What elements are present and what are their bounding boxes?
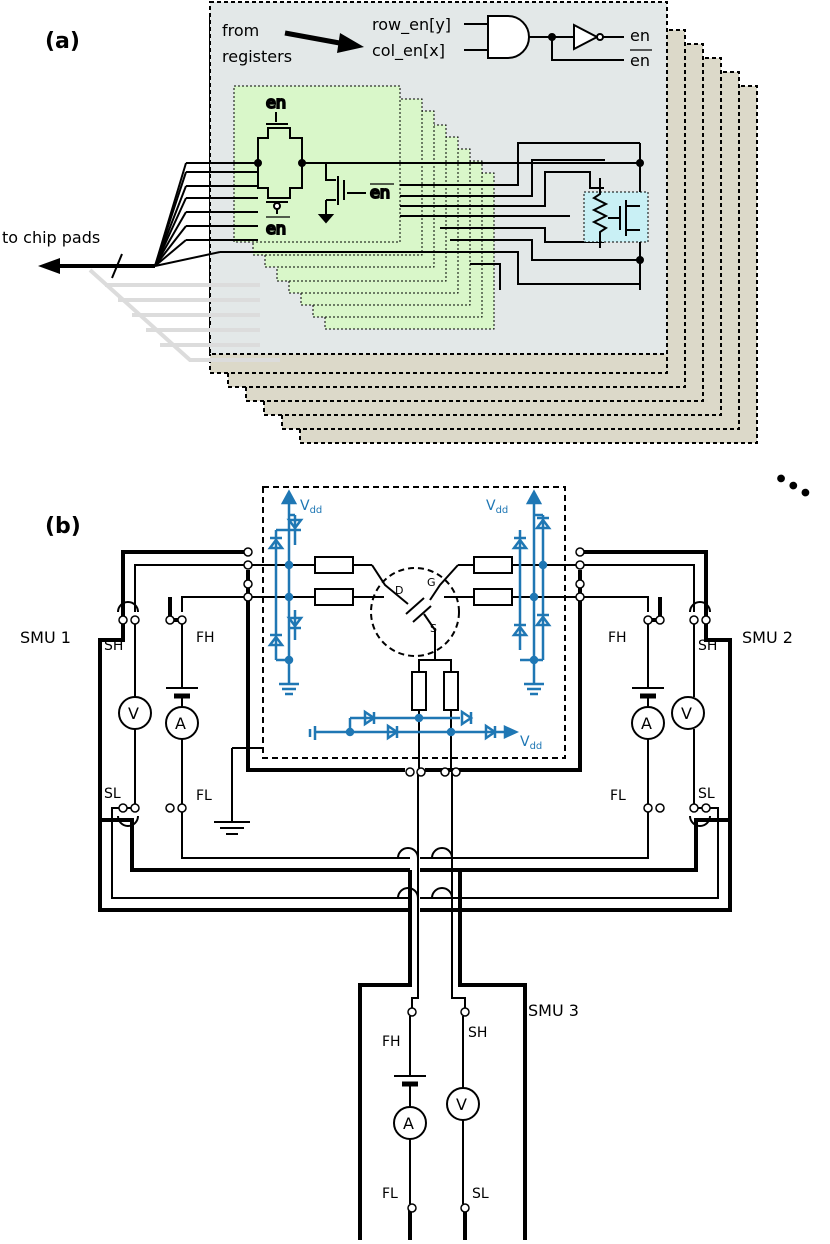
- smu1-voltmeter: [118, 696, 152, 730]
- pulldown-transistor: en: [317, 163, 394, 224]
- wire-crossings: [117, 601, 711, 899]
- smu2-sh-label: SH: [698, 638, 717, 654]
- smu1-sh-label: SH: [104, 638, 123, 654]
- smu2-fl-label: FL: [610, 788, 626, 804]
- gate-label: G: [427, 576, 436, 589]
- smu3-fh-label: FH: [382, 1034, 401, 1050]
- smu2-fh-label: FH: [608, 630, 627, 646]
- device-under-test: [583, 178, 649, 248]
- chip-resistors: [252, 556, 576, 768]
- smu3-label: SMU 3: [528, 1001, 579, 1020]
- transmission-gate: en en: [186, 92, 640, 239]
- esd-bottom: [308, 709, 520, 741]
- panel-b-label: (b): [45, 514, 81, 539]
- esd-right: [511, 489, 552, 696]
- smu1-fh-label: FH: [196, 630, 215, 646]
- svg-text:A: A: [175, 714, 186, 733]
- col-enable-label: col_en[x]: [372, 41, 445, 61]
- probe-wiring: [98, 550, 732, 1240]
- smu2-label: SMU 2: [742, 628, 793, 647]
- inverter: [573, 23, 624, 51]
- smu3-sh-label: SH: [468, 1025, 487, 1041]
- pad-fanout-shadow: [88, 268, 280, 362]
- from-registers-line2: registers: [222, 47, 292, 66]
- smu2-voltmeter: [671, 696, 705, 730]
- from-registers-line1: from: [222, 21, 259, 40]
- transistor-under-test: D G S: [370, 564, 460, 657]
- panel-a-label: (a): [45, 29, 80, 54]
- smu3: SMU 3 FH SH FL SL A V: [382, 1001, 579, 1204]
- smu1-label: SMU 1: [20, 628, 71, 647]
- and-gate: [464, 15, 624, 61]
- pulldown-gate-label: en: [370, 183, 390, 202]
- smu2-sl-label: SL: [698, 786, 715, 802]
- smu1-fl-label: FL: [196, 788, 212, 804]
- drain-label: D: [395, 584, 403, 597]
- pads: [118, 547, 711, 1213]
- to-chip-pads-arrow: [38, 253, 155, 279]
- smu1: SMU 1 SH FH SL FL V A: [20, 624, 215, 804]
- pmos-gate-label: en: [266, 93, 286, 112]
- svg-text:A: A: [641, 714, 652, 733]
- svg-text:V: V: [681, 704, 692, 723]
- svg-text:V: V: [128, 704, 139, 723]
- pad-fanout: [154, 162, 518, 267]
- chip-boundary: [262, 486, 566, 759]
- to-chip-pads-label: to chip pads: [2, 228, 100, 247]
- vdd-bottom-label: Vdd: [520, 734, 542, 752]
- en-output-label: en: [630, 26, 650, 45]
- nmos-gate-label: en: [266, 219, 286, 238]
- vdd-right-label: Vdd: [486, 498, 508, 516]
- svg-text:A: A: [403, 1114, 414, 1133]
- smu3-fl-label: FL: [382, 1186, 398, 1202]
- register-arrow: [284, 30, 364, 53]
- more-arrays-ellipsis: •••: [768, 466, 817, 509]
- svg-text:V: V: [456, 1095, 467, 1114]
- ground-symbol: [214, 821, 250, 835]
- en-bar-output-label: en: [630, 51, 650, 70]
- smu2: SMU 2 SH FH SL FL V A: [608, 624, 793, 804]
- vdd-left-label: Vdd: [300, 498, 322, 516]
- smu3-sl-label: SL: [472, 1186, 489, 1202]
- row-enable-label: row_en[y]: [372, 15, 451, 35]
- smu1-sl-label: SL: [104, 786, 121, 802]
- source-label: S: [430, 622, 437, 635]
- esd-left: [267, 489, 304, 696]
